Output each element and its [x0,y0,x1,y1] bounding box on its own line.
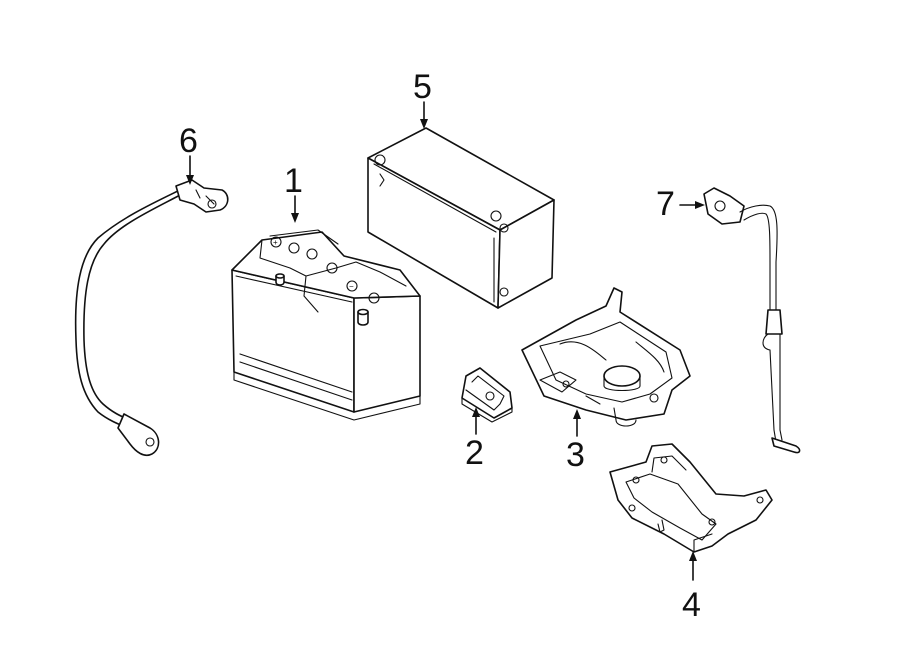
positive-terminal-mark: + [273,238,278,247]
negative-terminal-mark: − [349,282,354,291]
battery-tray [521,287,691,427]
callout-7: 7 [656,185,675,223]
battery-cover [367,127,555,309]
tray-support-bracket [609,443,773,553]
callout-1: 1 [284,162,303,200]
callout-6: 6 [179,122,198,160]
hold-down-clamp [461,367,513,423]
callout-2: 2 [465,434,484,472]
callout-5: 5 [413,68,432,106]
callout-leaders [186,101,705,581]
negative-battery-cable [74,179,229,457]
callout-numbers: 1 2 3 4 5 6 7 [179,68,701,624]
battery: + − [231,229,421,421]
callout-3: 3 [566,436,585,474]
positive-battery-cable [703,187,801,454]
callout-4: 4 [682,586,701,624]
